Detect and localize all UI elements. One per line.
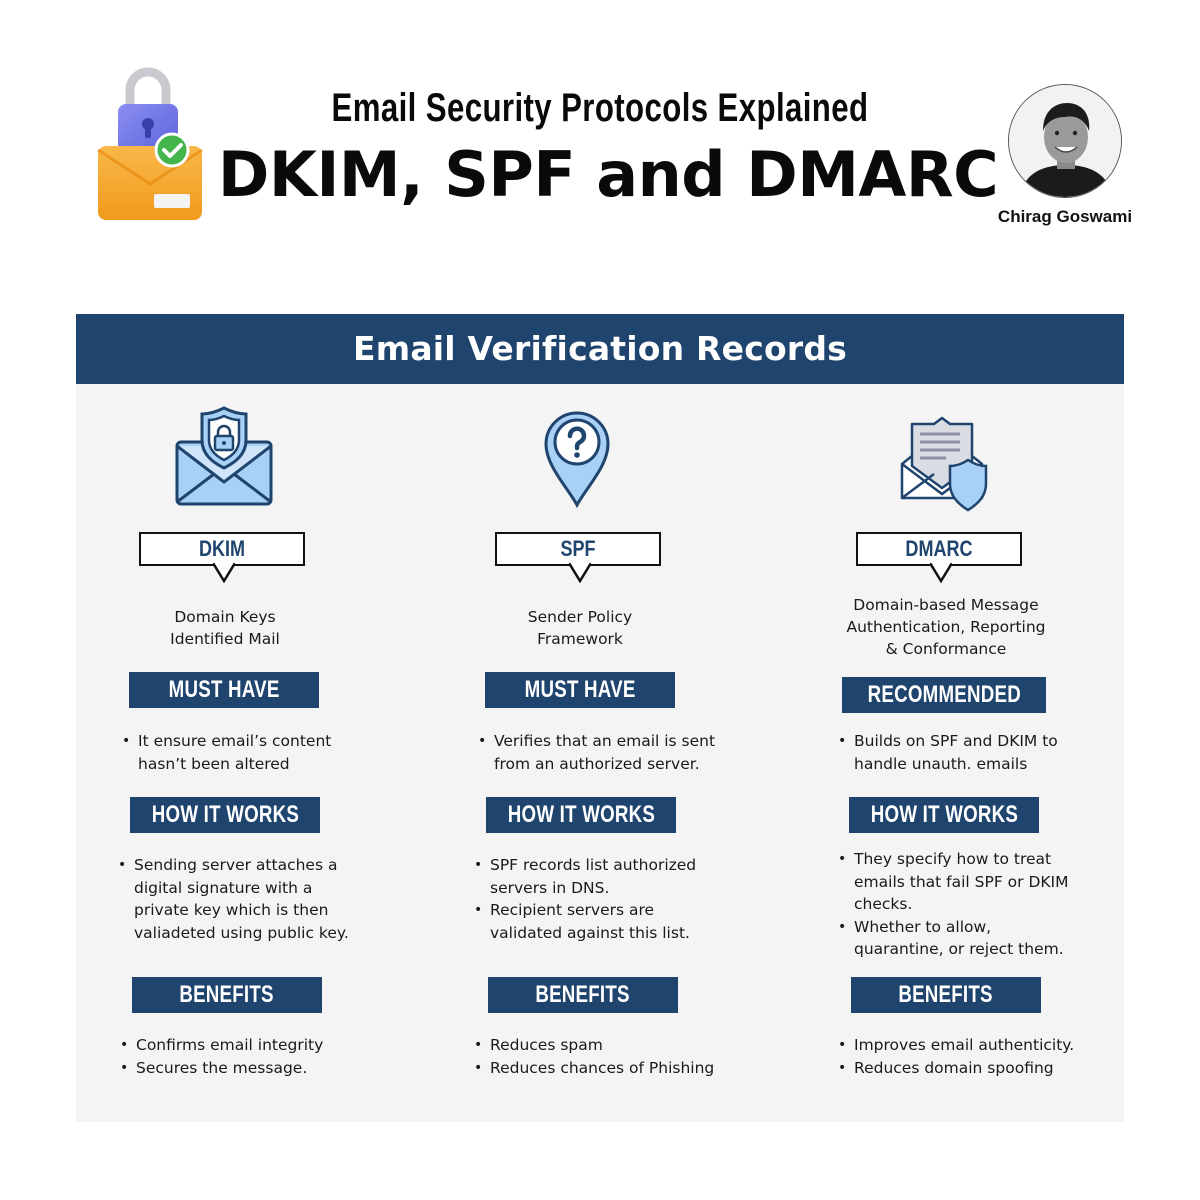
speech-tail-icon (569, 563, 591, 583)
speech-tail-icon (930, 563, 952, 583)
how-it-works-label: HOW IT WORKS (849, 797, 1039, 833)
list-item: It ensure email’s content hasn’t been al… (122, 730, 362, 775)
status-bullets: It ensure email’s content hasn’t been al… (122, 730, 362, 775)
status-badge: MUST HAVE (129, 672, 319, 708)
how-bullets: They specify how to treat emails that fa… (838, 848, 1084, 961)
spf-label-bubble: SPF (495, 532, 661, 583)
benefits-label: BENEFITS (488, 977, 678, 1013)
envelope-shield-lock-icon (174, 406, 274, 511)
acronym: DKIM (198, 536, 246, 561)
list-item: They specify how to treat emails that fa… (838, 848, 1084, 916)
dmarc-label-bubble: DMARC (856, 532, 1022, 583)
how-it-works-label: HOW IT WORKS (486, 797, 676, 833)
list-item: Reduces domain spoofing (838, 1057, 1118, 1080)
speech-tail-icon (213, 563, 235, 583)
list-item: Confirms email integrity (120, 1034, 380, 1057)
benefits-label: BENEFITS (132, 977, 322, 1013)
list-item: Reduces spam (474, 1034, 754, 1057)
location-pin-question-icon (542, 408, 612, 513)
verification-records-panel: Email Verification Records DKIM Domain K… (76, 314, 1124, 1122)
author-name: Chirag Goswami (997, 207, 1133, 226)
status-badge: MUST HAVE (485, 672, 675, 708)
list-item: Sending server attaches a digital signat… (118, 854, 368, 944)
subtitle: Email Security Protocols Explained (331, 86, 869, 130)
author-avatar (1008, 84, 1122, 198)
fullname: Domain Keys Identified Mail (170, 608, 280, 648)
benefits-label: BENEFITS (851, 977, 1041, 1013)
padlock-envelope-check-icon (92, 62, 204, 222)
panel-title: Email Verification Records (76, 314, 1124, 384)
acronym: SPF (560, 536, 596, 561)
dkim-column: DKIM Domain Keys Identified Mail MUST HA… (118, 314, 458, 1122)
list-item: Improves email authenticity. (838, 1034, 1118, 1057)
list-item: Reduces chances of Phishing (474, 1057, 754, 1080)
status-bullets: Builds on SPF and DKIM to handle unauth.… (838, 730, 1068, 775)
dkim-label-bubble: DKIM (139, 532, 305, 583)
fullname: Sender Policy Framework (527, 608, 633, 648)
benefits-list: Improves email authenticity. Reduces dom… (838, 1034, 1118, 1079)
dmarc-column: DMARC Domain-based Message Authenticatio… (834, 314, 1174, 1122)
list-item: Verifies that an email is sent from an a… (478, 730, 728, 775)
open-envelope-shield-icon (898, 414, 994, 519)
list-item: Recipient servers are validated against … (474, 899, 724, 944)
how-it-works-label: HOW IT WORKS (130, 797, 320, 833)
status-badge: RECOMMENDED (842, 677, 1046, 713)
how-bullets: SPF records list authorized servers in D… (474, 854, 724, 944)
benefits-list: Confirms email integrity Secures the mes… (120, 1034, 380, 1079)
spf-column: SPF Sender Policy Framework MUST HAVE Ve… (474, 314, 814, 1122)
page-title: DKIM, SPF and DMARC (217, 138, 999, 211)
list-item: SPF records list authorized servers in D… (474, 854, 724, 899)
acronym: DMARC (905, 536, 973, 561)
how-bullets: Sending server attaches a digital signat… (118, 854, 368, 944)
list-item: Whether to allow, quarantine, or reject … (838, 916, 1084, 961)
benefits-list: Reduces spam Reduces chances of Phishing (474, 1034, 754, 1079)
list-item: Builds on SPF and DKIM to handle unauth.… (838, 730, 1068, 775)
list-item: Secures the message. (120, 1057, 380, 1080)
fullname: Domain-based Message Authentication, Rep… (846, 596, 1046, 658)
status-bullets: Verifies that an email is sent from an a… (478, 730, 728, 775)
